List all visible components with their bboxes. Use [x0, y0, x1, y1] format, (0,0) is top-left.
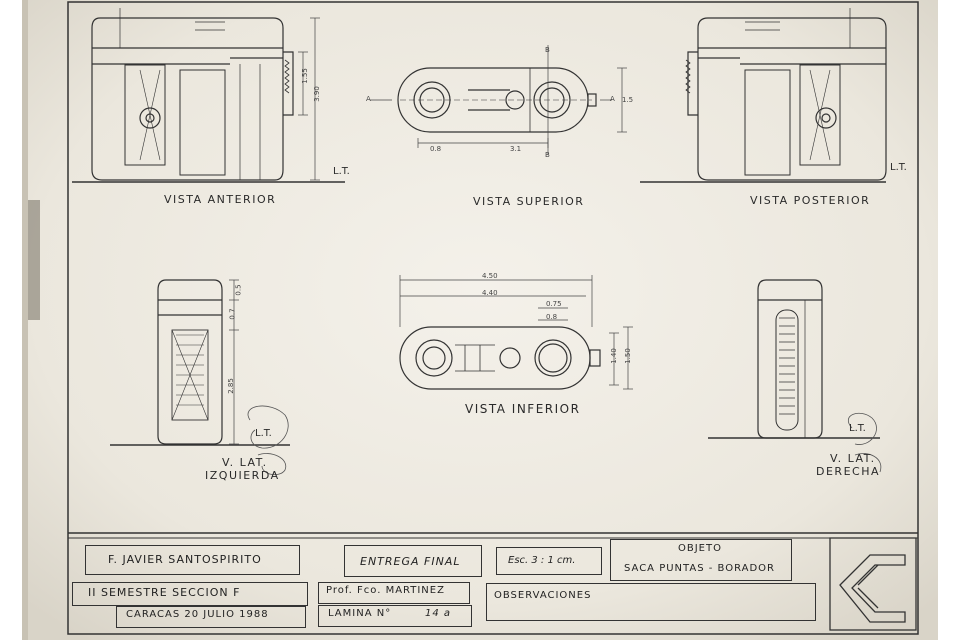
paper-background — [22, 0, 938, 640]
semester-box — [72, 582, 308, 606]
ground-line-right: L.T. — [849, 423, 866, 434]
dim-top-w2: 3.1 — [510, 145, 522, 153]
left-side-view — [110, 279, 290, 446]
paper-edge-left — [22, 0, 28, 640]
front-view-dims — [298, 17, 320, 181]
delivery-type: ENTREGA FINAL — [360, 555, 461, 568]
rear-view — [640, 8, 887, 183]
ground-line-front: L.T. — [333, 166, 350, 177]
dim-bottom-h1: 1.50 — [623, 348, 632, 364]
author-box — [85, 545, 300, 575]
dim-side-d2: 0.7 — [228, 308, 237, 320]
dim-bottom-w1: 4.50 — [482, 272, 498, 280]
sheet-number: 14 a — [425, 608, 452, 619]
scale-box — [496, 547, 602, 575]
front-view — [72, 8, 345, 183]
sheet-label: LAMINA N° — [328, 608, 392, 619]
author-name: F. JAVIER SANTOSPIRITO — [108, 553, 262, 566]
bottom-view — [399, 326, 601, 390]
object-name: SACA PUNTAS - BORADOR — [624, 563, 775, 574]
dim-bottom-w2: 4.40 — [482, 289, 498, 297]
section-mark-b-bottom: B — [545, 151, 550, 159]
dim-front-h2: 3.90 — [312, 86, 321, 102]
professor-name: Prof. Fco. MARTINEZ — [326, 585, 445, 596]
section-mark-a-right: A — [610, 95, 615, 103]
dim-top-w1: 0.8 — [430, 145, 442, 153]
semester-section: II SEMESTRE SECCION F — [88, 586, 241, 599]
dim-front-h1: 1.55 — [300, 68, 309, 84]
dim-bottom-w3: 0.75 — [546, 300, 562, 308]
top-view-dims — [370, 45, 627, 155]
ground-line-rear: L.T. — [890, 162, 907, 173]
left-side-label-1: V. LAT. — [222, 456, 268, 469]
rear-view-label: VISTA POSTERIOR — [750, 194, 871, 207]
bottom-view-label: VISTA INFERIOR — [465, 402, 581, 416]
section-mark-a-left: A — [366, 95, 371, 103]
observations-label: OBSERVACIONES — [494, 590, 592, 601]
dim-side-d3: 2.85 — [226, 378, 235, 394]
bottom-view-dims — [399, 275, 633, 390]
dim-side-d1: 0.5 — [234, 284, 243, 296]
dim-bottom-h2: 1.40 — [609, 348, 618, 364]
left-side-dims — [229, 279, 239, 445]
delivery-box — [344, 545, 482, 577]
right-side-label-2: DERECHA — [816, 465, 880, 478]
ground-line-left: L.T. — [255, 428, 272, 439]
front-view-label: VISTA ANTERIOR — [164, 193, 277, 206]
top-view — [397, 67, 597, 133]
right-side-label-1: V. LAT. — [830, 452, 876, 465]
observations-box — [486, 583, 816, 621]
scale: Esc. 3 : 1 cm. — [508, 555, 576, 566]
object-label: OBJETO — [678, 543, 722, 554]
school-logo — [829, 537, 917, 631]
left-side-scribble — [247, 405, 289, 476]
professor-box — [318, 582, 470, 604]
right-side-scribble — [847, 412, 882, 473]
outer-frame — [67, 1, 919, 635]
object-box — [610, 539, 792, 581]
section-mark-b-top: B — [545, 46, 550, 54]
right-side-view — [708, 279, 880, 439]
place-date-box — [116, 606, 306, 628]
place-date: CARACAS 20 JULIO 1988 — [126, 609, 269, 620]
dim-top-h: 1.5 — [622, 96, 634, 104]
sheet-number-box — [318, 605, 472, 627]
left-side-label-2: IZQUIERDA — [205, 469, 280, 482]
dim-bottom-w4: 0.8 — [546, 313, 558, 321]
top-view-label: VISTA SUPERIOR — [473, 195, 585, 208]
